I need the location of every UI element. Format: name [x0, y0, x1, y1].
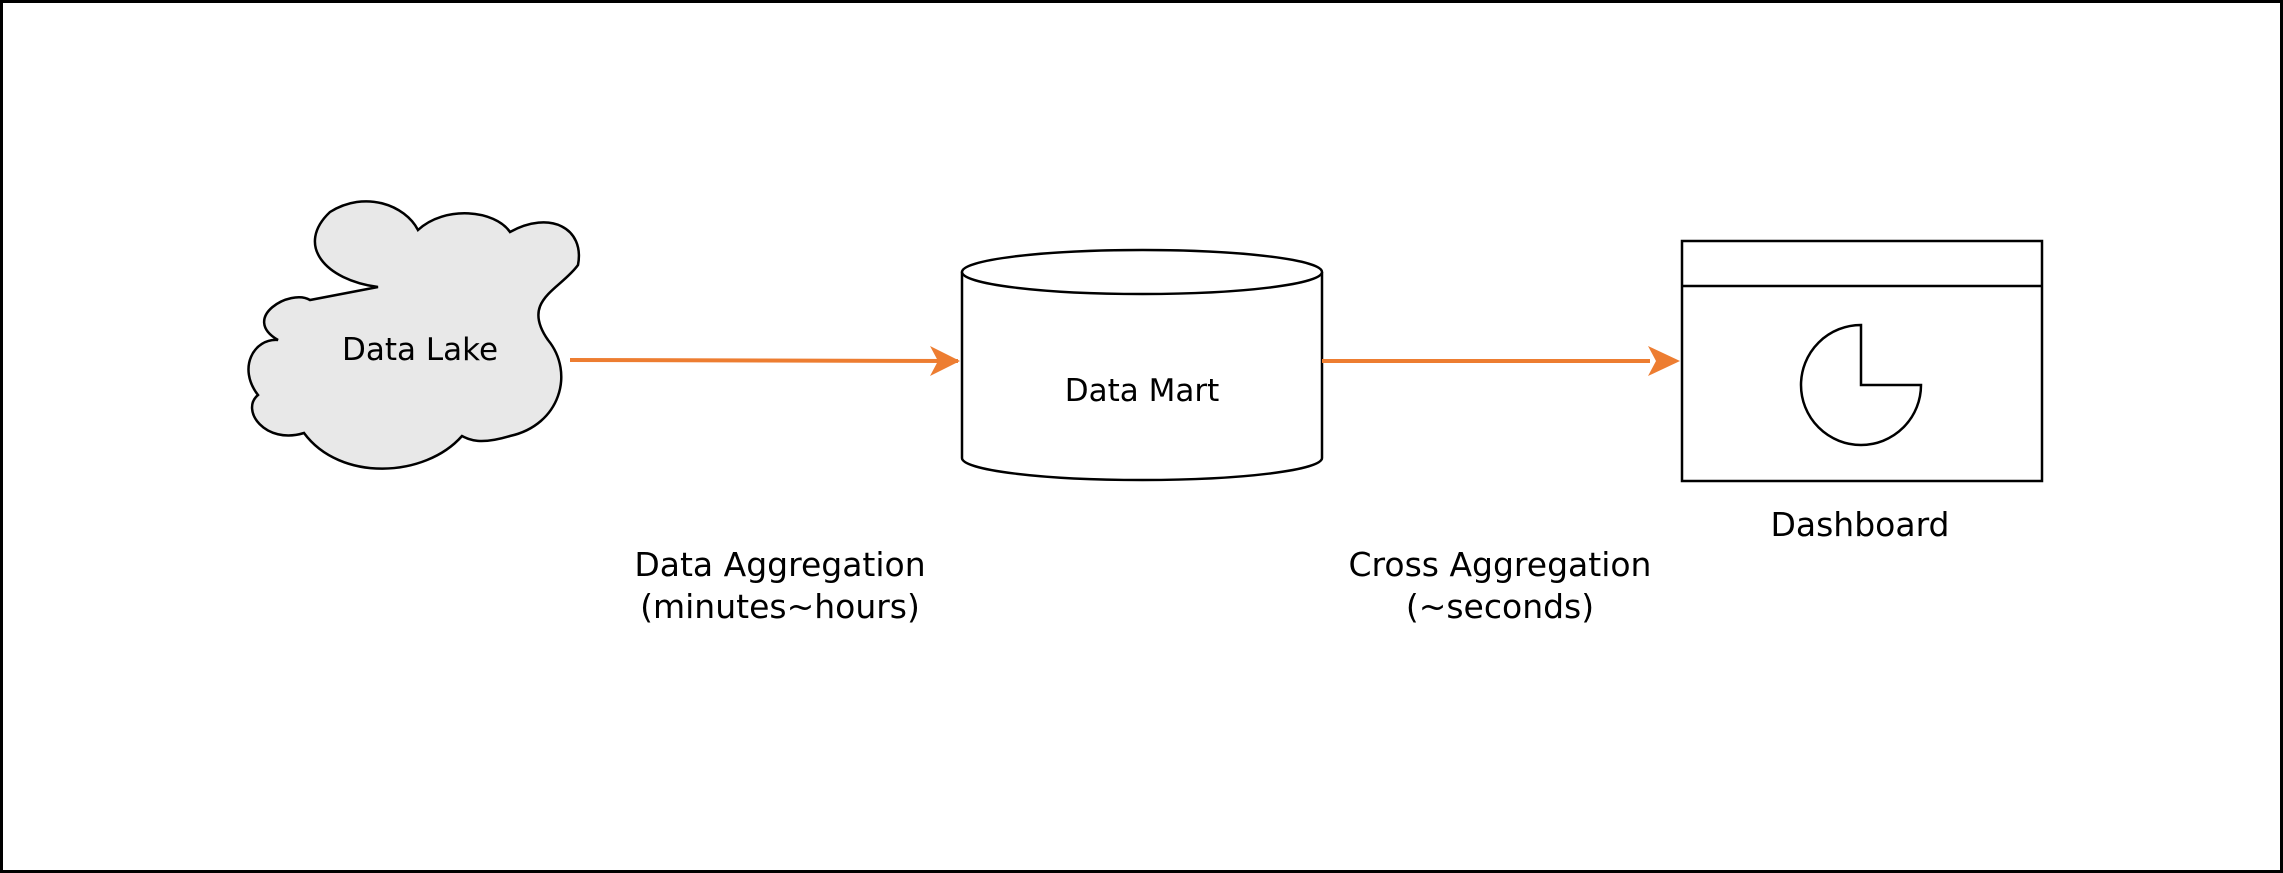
data-lake-label: Data Lake	[342, 332, 498, 368]
arrowhead-1	[930, 346, 960, 376]
edge-label-line1: Data Aggregation	[634, 545, 925, 584]
database-cylinder-icon	[960, 248, 1324, 482]
edge-label-line2: (minutes~hours)	[640, 587, 920, 626]
dashboard-node: Dashboard	[1680, 239, 2044, 544]
data-lake-node: Data Lake	[247, 200, 581, 470]
data-mart-node: Data Mart	[960, 248, 1324, 482]
dashboard-pie-chart-icon	[1680, 239, 2044, 483]
cloud-icon	[247, 200, 581, 470]
edge-label-cross-aggregation: Cross Aggregation (~seconds)	[1349, 545, 1652, 626]
edge-label-line2: (~seconds)	[1406, 587, 1594, 626]
data-mart-label: Data Mart	[1065, 373, 1220, 409]
arrow-lake-to-mart	[569, 355, 959, 366]
arrowhead-2	[1648, 346, 1680, 376]
dashboard-label: Dashboard	[1770, 505, 1949, 544]
edge-label-data-aggregation: Data Aggregation (minutes~hours)	[634, 545, 925, 626]
edge-label-line1: Cross Aggregation	[1349, 545, 1652, 584]
